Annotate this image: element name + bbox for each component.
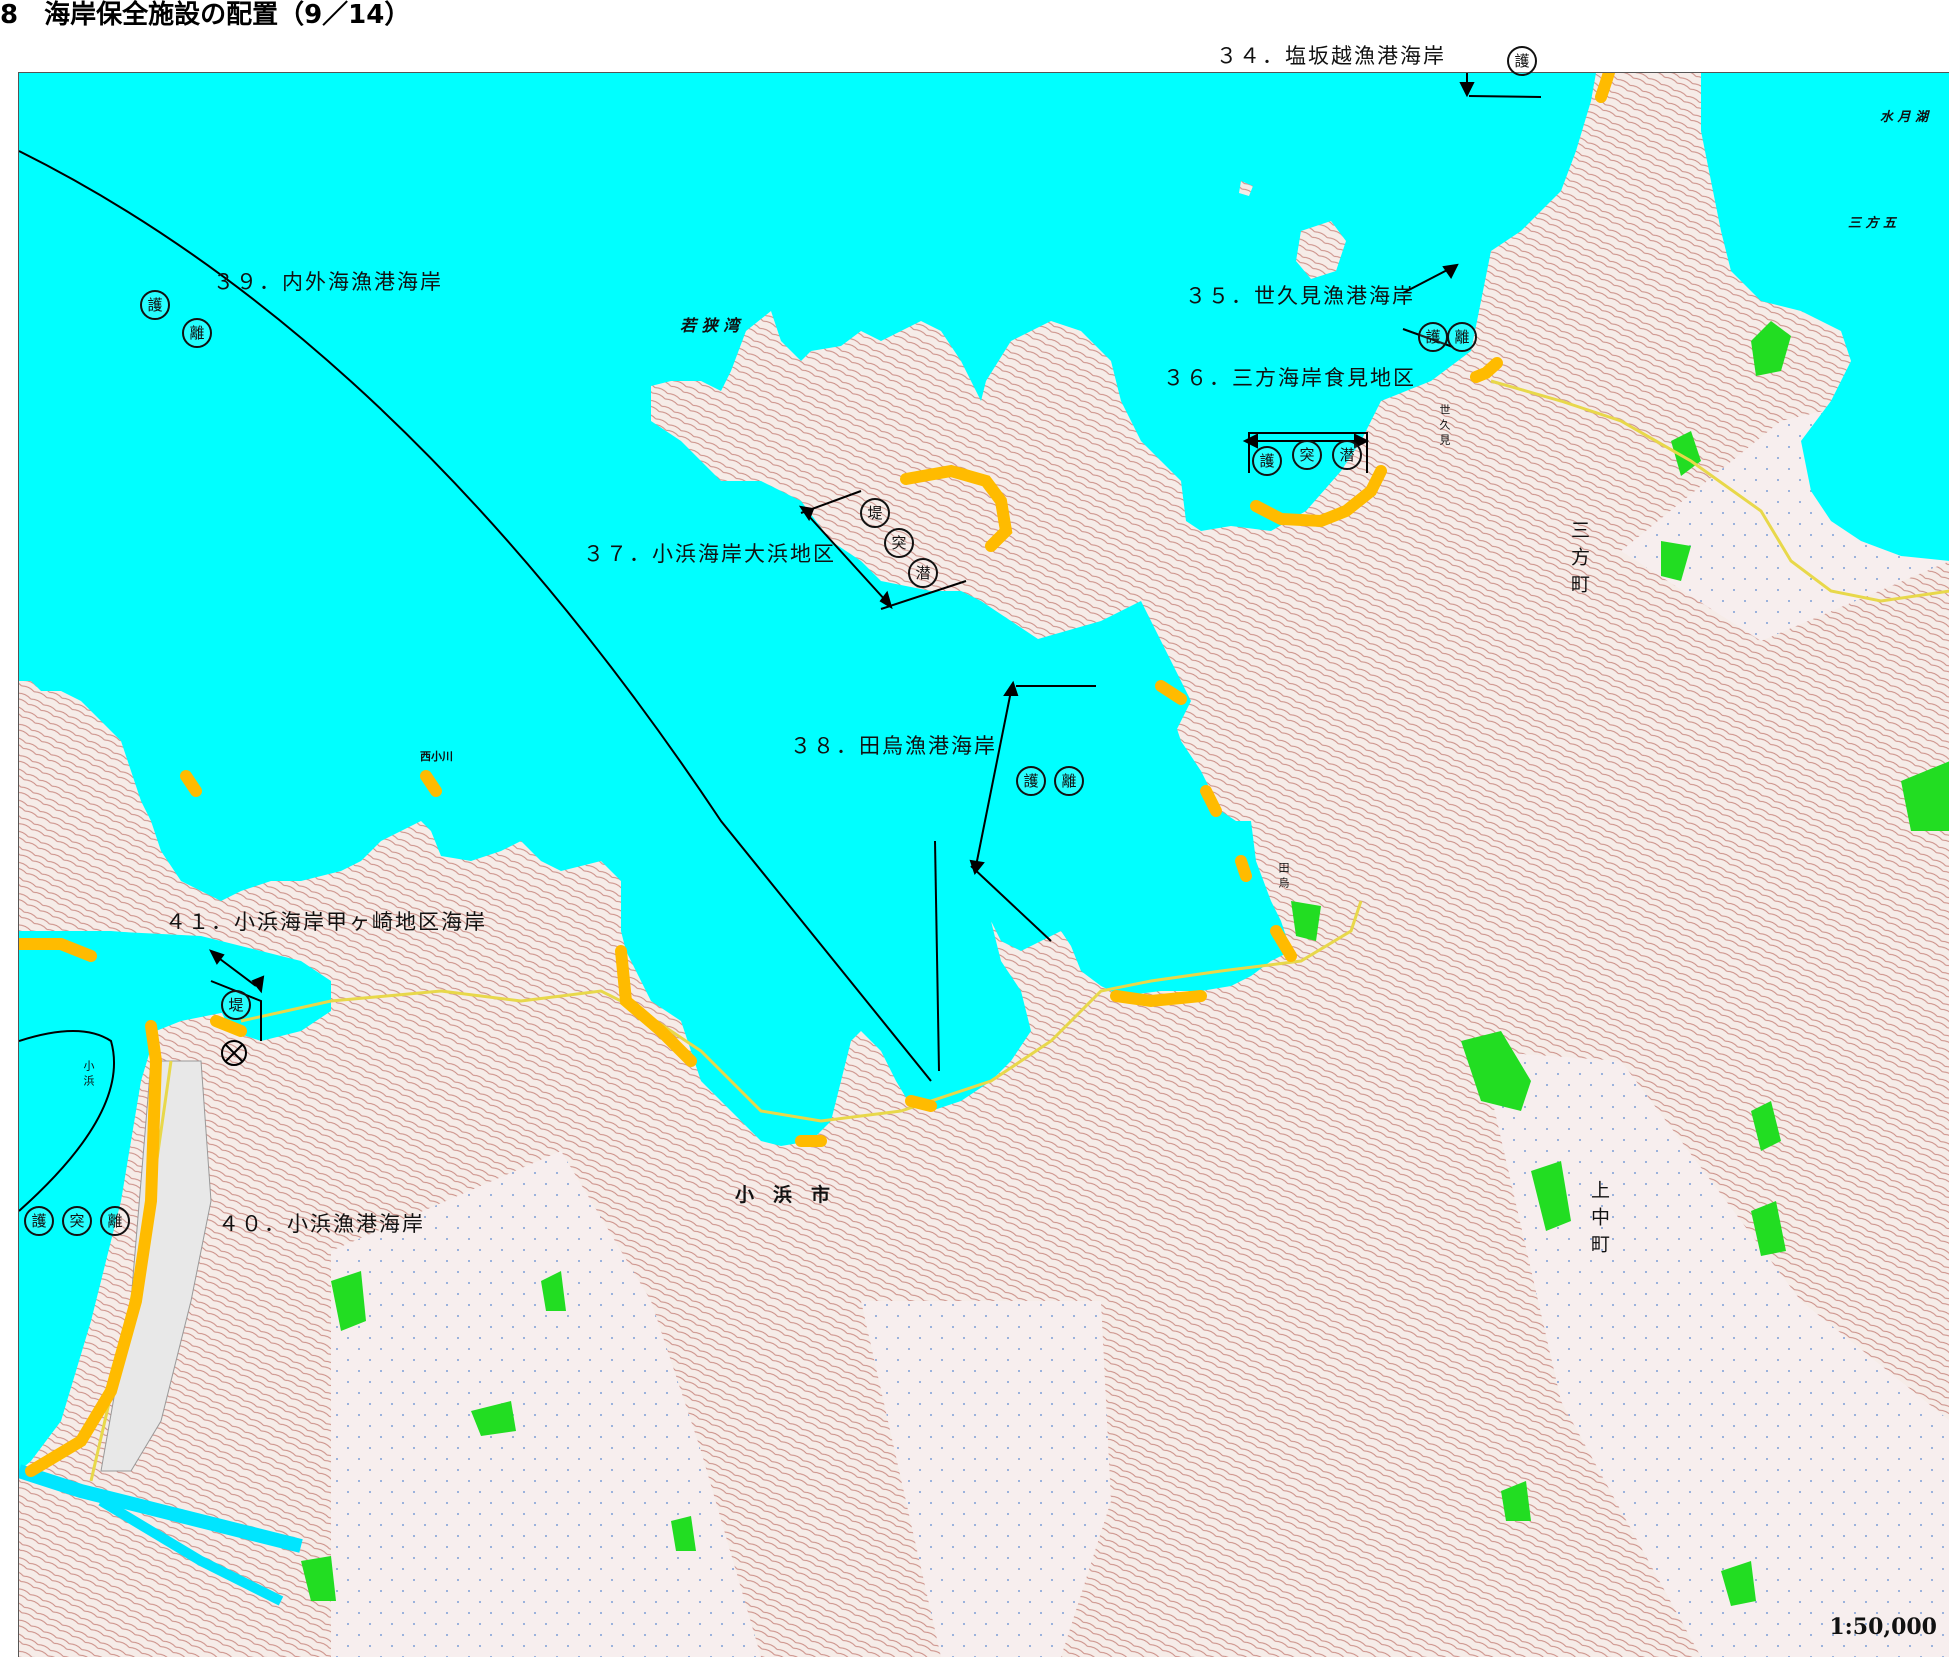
- facility-35: [1470, 357, 1503, 383]
- facility-41: [19, 938, 97, 962]
- coastal-facilities: [19, 73, 1616, 1477]
- facility-38f: [905, 1095, 937, 1112]
- lake: [1881, 271, 1949, 401]
- facility-38e: [1270, 925, 1297, 962]
- river: [98, 1496, 284, 1606]
- lowland-area: [1481, 1051, 1949, 1657]
- island: [1296, 221, 1346, 279]
- sea-area: [131, 521, 341, 721]
- forest-patches: [301, 321, 1949, 1606]
- x-circle-icon: [221, 1040, 247, 1066]
- sea-area: [19, 73, 1596, 1146]
- facility-40: [25, 1020, 163, 1477]
- facility-39b: [420, 770, 442, 797]
- topographic-map: [18, 72, 1949, 1657]
- sea-area: [346, 601, 421, 791]
- facility-37: [900, 464, 1013, 552]
- facility-38b: [1200, 785, 1222, 817]
- coast-label-34: ３４．塩坂越漁港海岸: [1216, 44, 1446, 68]
- lowland-area: [331, 1151, 761, 1657]
- island: [1239, 181, 1253, 196]
- facility-38d: [1110, 990, 1207, 1008]
- sea-area: [19, 931, 251, 1471]
- lowland-area: [861, 1301, 1111, 1657]
- leader-lines: [19, 95, 1542, 1212]
- facility-34: [1595, 73, 1616, 103]
- facility-41c: [210, 1015, 247, 1037]
- facility-39: [180, 770, 202, 797]
- facility-38a: [1155, 680, 1187, 705]
- facility-40b: [615, 945, 697, 1067]
- map-canvas: [19, 73, 1949, 1657]
- river: [19, 1464, 303, 1553]
- facility-38c: [1235, 855, 1252, 882]
- page-title: 8 海岸保全施設の配置（9／14）: [0, 0, 411, 30]
- facility-36: [1250, 465, 1387, 528]
- lake: [1701, 73, 1949, 561]
- sea-area: [1031, 601, 1191, 741]
